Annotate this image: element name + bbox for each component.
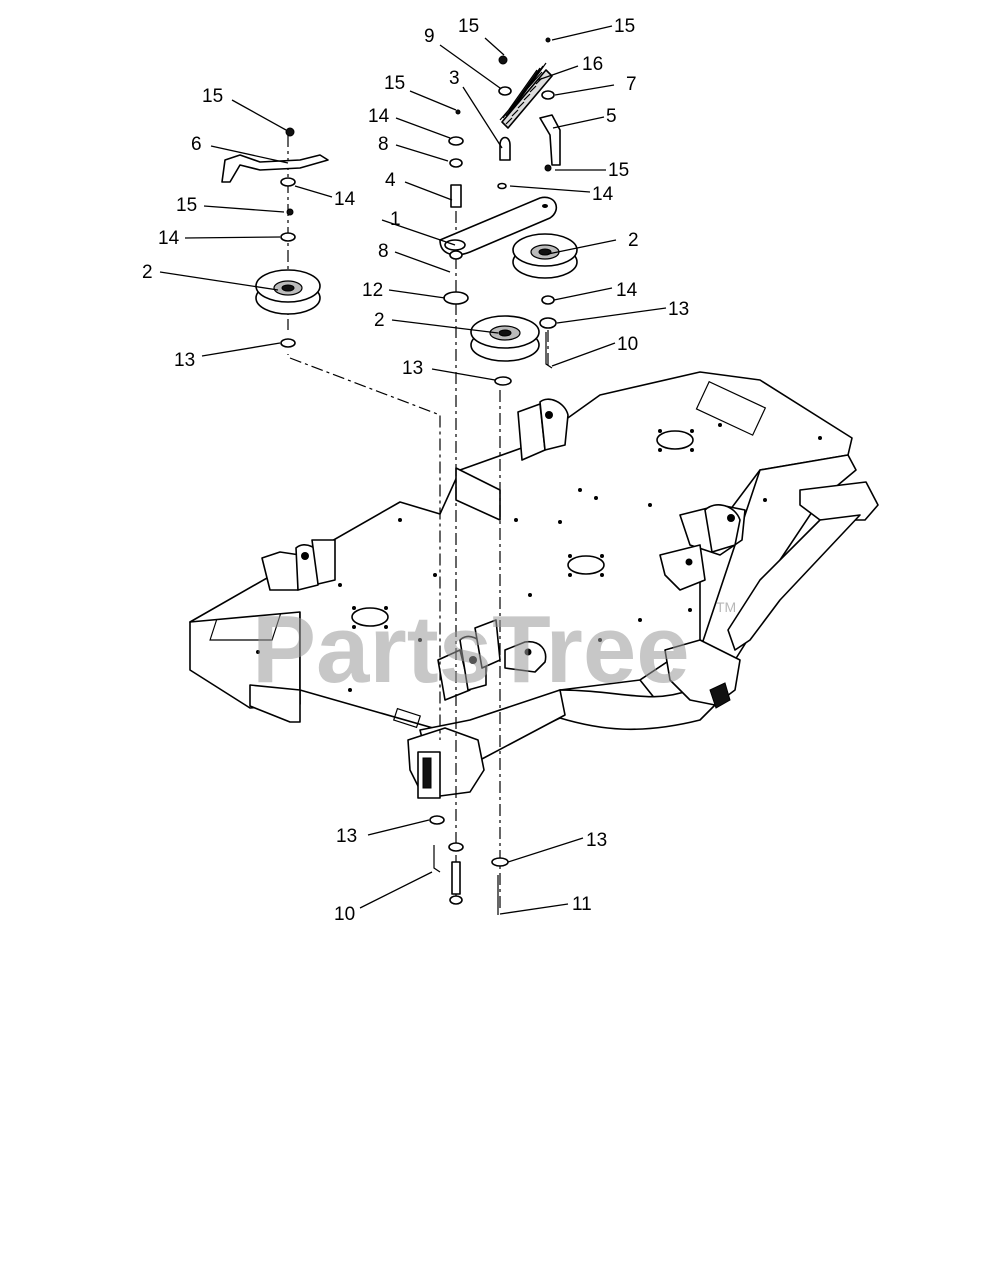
callout-15: 15 xyxy=(614,16,635,37)
callout-6: 6 xyxy=(191,134,202,155)
deck-bracket-right xyxy=(659,504,746,591)
callout-12: 12 xyxy=(362,280,383,301)
callout-2: 2 xyxy=(628,230,639,251)
callout-7: 7 xyxy=(626,74,637,95)
callout-13: 13 xyxy=(668,299,689,320)
callout-14: 14 xyxy=(592,184,614,205)
watermark-logo: PartsTree xyxy=(252,596,690,703)
callout-15: 15 xyxy=(384,73,405,94)
callout-3: 3 xyxy=(449,68,460,89)
watermark-trademark: TM xyxy=(716,599,736,615)
spring xyxy=(499,62,553,129)
callout-16: 16 xyxy=(582,54,603,75)
callout-13: 13 xyxy=(174,350,195,371)
callout-13: 13 xyxy=(586,830,607,851)
callout-15: 15 xyxy=(176,195,197,216)
callout-15: 15 xyxy=(202,86,223,107)
callouts: 15 9 15 16 15 3 7 15 14 5 8 6 15 4 14 14… xyxy=(142,16,689,925)
callout-14: 14 xyxy=(158,228,180,249)
idler-pulley-center xyxy=(470,315,540,362)
callout-1: 1 xyxy=(390,209,401,230)
idler-pulley-left xyxy=(255,269,321,315)
callout-9: 9 xyxy=(424,26,435,47)
idler-arm xyxy=(439,196,558,256)
deck-bracket-rear xyxy=(517,398,569,461)
callout-2: 2 xyxy=(142,262,153,283)
callout-8: 8 xyxy=(378,241,389,262)
callout-13: 13 xyxy=(336,826,357,847)
idler-pulley-right xyxy=(512,233,578,279)
callout-2: 2 xyxy=(374,310,385,331)
deck-bracket-front xyxy=(437,619,547,701)
callout-13: 13 xyxy=(402,358,423,379)
callout-14: 14 xyxy=(368,106,390,127)
callout-14: 14 xyxy=(334,189,356,210)
partstree-watermark: PartsTree TM xyxy=(252,596,736,703)
hardware xyxy=(221,37,561,915)
callout-14: 14 xyxy=(616,280,638,301)
callout-10: 10 xyxy=(334,904,355,925)
callout-8: 8 xyxy=(378,134,389,155)
callout-4: 4 xyxy=(385,170,396,191)
callout-10: 10 xyxy=(617,334,638,355)
callout-15: 15 xyxy=(458,16,479,37)
leader-lines xyxy=(159,25,667,915)
mower-deck xyxy=(189,371,879,799)
deck-bracket-left xyxy=(261,539,336,591)
callout-11: 11 xyxy=(572,894,592,915)
callout-5: 5 xyxy=(606,106,617,127)
callout-15: 15 xyxy=(608,160,629,181)
